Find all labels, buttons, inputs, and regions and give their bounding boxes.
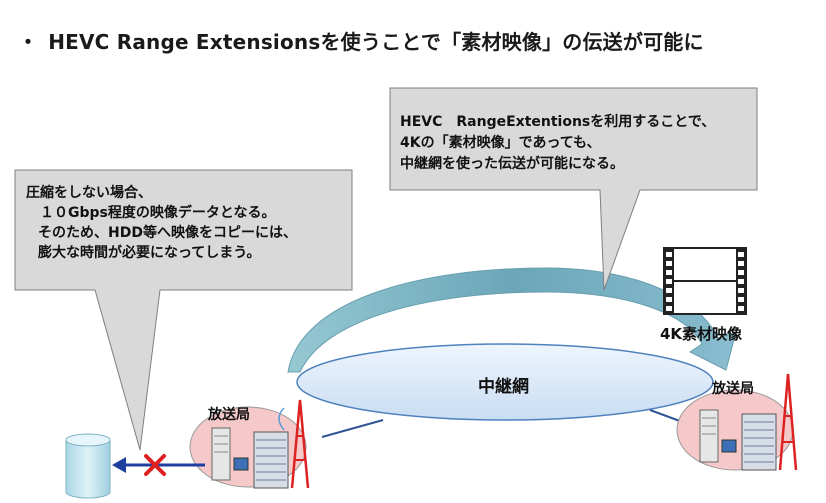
callout-left-line-4: 膨大な時間が必要になってしまう。 bbox=[26, 243, 297, 263]
footage-label: 4K素材映像 bbox=[660, 323, 742, 344]
callout-left-text: 圧縮をしない場合、 １０Gbps程度の映像データとなる。 そのため、HDD等へ映… bbox=[26, 183, 297, 263]
network-label: 中継網 bbox=[478, 372, 529, 397]
callout-right-line-1: HEVC RangeExtentionsを利用することで、 bbox=[400, 112, 715, 133]
callout-right-line-3: 中継網を使った伝送が可能になる。 bbox=[400, 154, 715, 175]
callout-right-text: HEVC RangeExtentionsを利用することで、 4Kの「素材映像」で… bbox=[400, 112, 715, 175]
callout-right-line-2: 4Kの「素材映像」であっても、 bbox=[400, 133, 715, 154]
callout-left-line-3: そのため、HDD等へ映像をコピーには、 bbox=[26, 223, 297, 243]
link-left bbox=[322, 420, 383, 437]
station-right-label: 放送局 bbox=[712, 378, 754, 398]
film-strip-icon bbox=[664, 248, 746, 314]
storage-cylinder-icon bbox=[66, 434, 110, 498]
callout-left-line-2: １０Gbps程度の映像データとなる。 bbox=[26, 203, 297, 223]
callout-left-line-1: 圧縮をしない場合、 bbox=[26, 183, 297, 203]
station-left-label: 放送局 bbox=[208, 404, 250, 424]
